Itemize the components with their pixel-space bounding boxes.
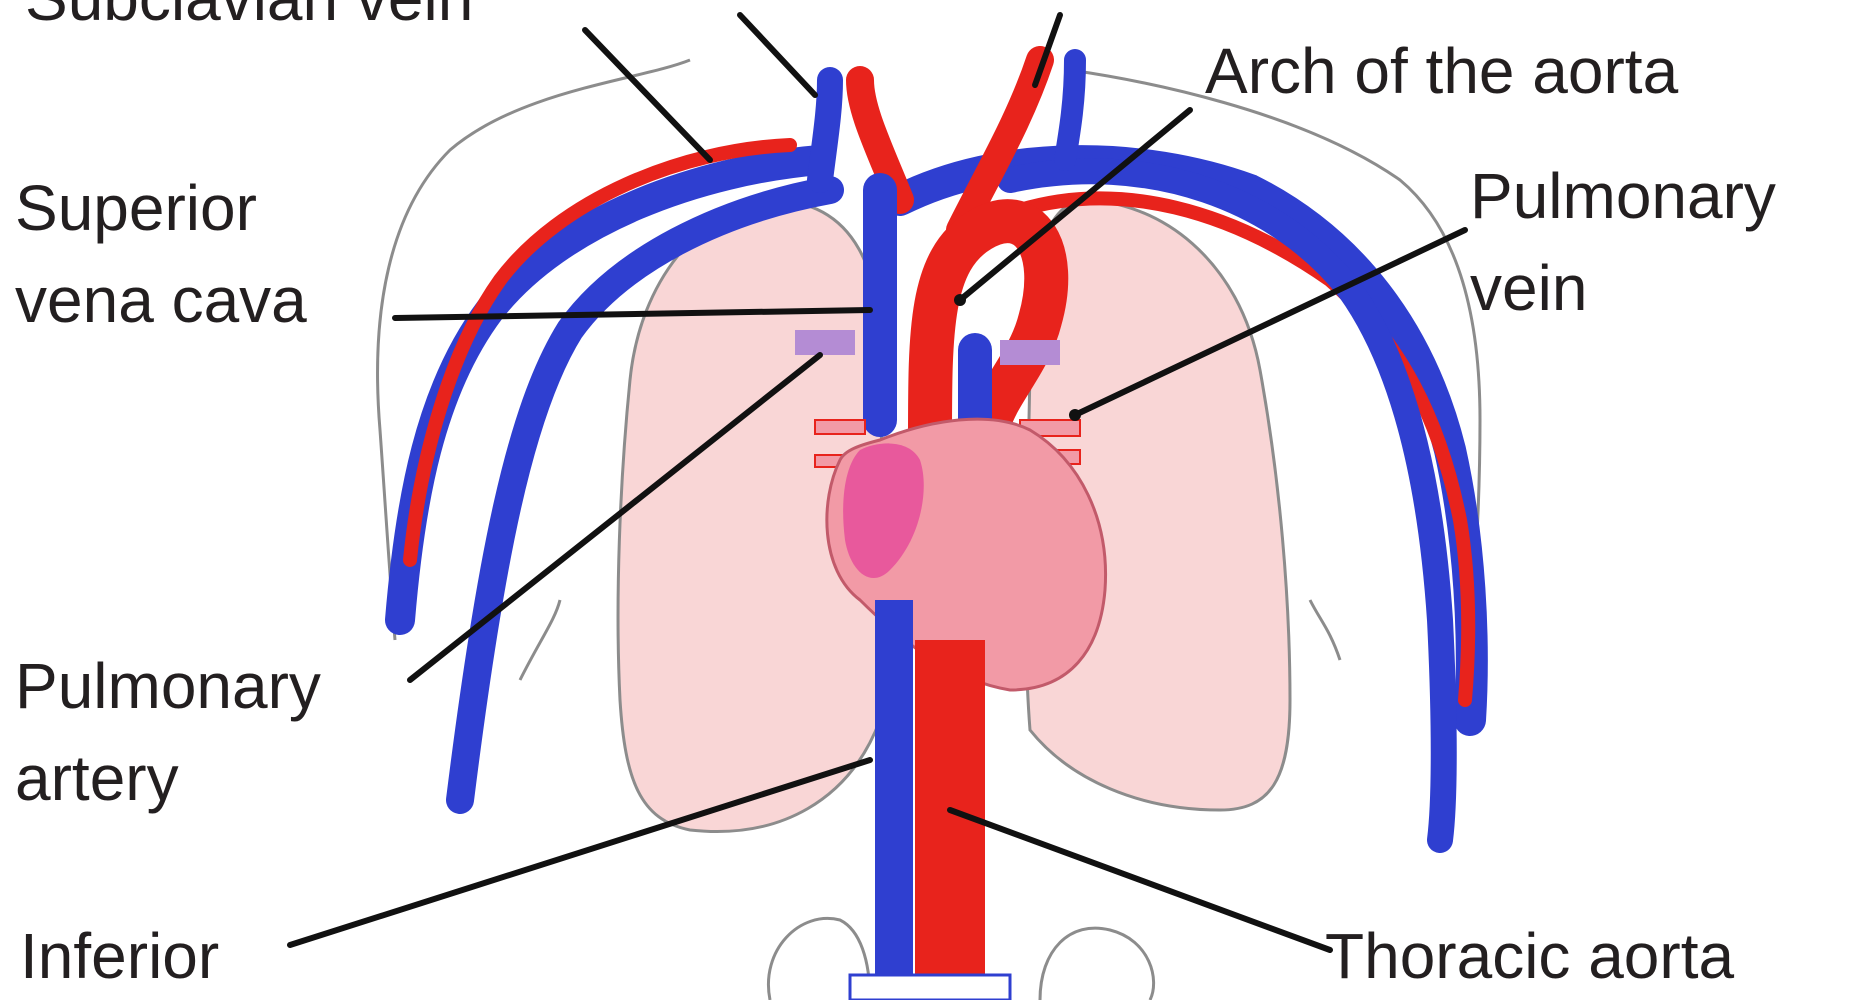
label-pulmonary-artery: Pulmonary artery xyxy=(15,640,321,824)
label-superior-vena-cava: Superior vena cava xyxy=(15,162,307,346)
label-inferior-text: Inferior xyxy=(20,910,219,1000)
label-pulmonary-vein-line2: vein xyxy=(1470,242,1776,334)
leader-inferior xyxy=(290,760,870,945)
label-subclavian-vein: Subclavian vein xyxy=(25,0,473,44)
diaphragm-band xyxy=(850,975,1010,1000)
leader-thoracic-aorta xyxy=(950,810,1330,950)
label-pulmonary-artery-line1: Pulmonary xyxy=(15,640,321,732)
leader-subclavian xyxy=(585,30,710,160)
label-pulmonary-artery-line2: artery xyxy=(15,732,321,824)
label-inferior: Inferior xyxy=(20,910,219,1000)
label-superior-vena-cava-line2: vena cava xyxy=(15,254,307,346)
label-pulmonary-vein-line1: Pulmonary xyxy=(1470,150,1776,242)
label-arch-of-aorta-text: Arch of the aorta xyxy=(1205,25,1678,117)
label-subclavian-vein-text: Subclavian vein xyxy=(25,0,473,44)
leader-dot-pulmonary-vein xyxy=(1069,409,1081,421)
leader-dot-arch xyxy=(954,294,966,306)
label-arch-of-aorta: Arch of the aorta xyxy=(1205,25,1678,117)
leader-neck-1 xyxy=(740,15,815,95)
inferior-vena-cava xyxy=(875,600,913,1000)
label-thoracic-aorta-text: Thoracic aorta xyxy=(1325,910,1734,1000)
label-pulmonary-vein: Pulmonary vein xyxy=(1470,150,1776,334)
label-thoracic-aorta: Thoracic aorta xyxy=(1325,910,1734,1000)
label-superior-vena-cava-line1: Superior xyxy=(15,162,307,254)
